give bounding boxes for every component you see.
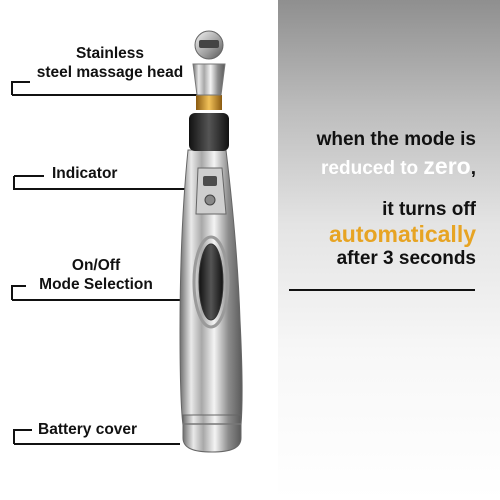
callout-onoff-line2: Mode Selection: [39, 276, 153, 293]
message-reduced-to: reduced to: [321, 158, 424, 179]
leader-line-head: [11, 81, 197, 96]
message-line-5: after 3 seconds: [336, 248, 476, 269]
callout-head: Stainless steel massage head: [30, 44, 190, 82]
message-automatically: automatically: [329, 221, 476, 247]
callout-head-line2: steel massage head: [36, 64, 184, 81]
callout-onoff-line1: On/Off: [71, 257, 121, 274]
divider-line: [289, 289, 475, 291]
message-line-4: automatically: [329, 222, 476, 249]
leader-line-battery: [13, 429, 180, 445]
message-line-2: reduced to zero,: [321, 154, 476, 181]
message-comma: ,: [470, 158, 476, 179]
gradient-panel: [278, 0, 500, 500]
callout-indicator: Indicator: [52, 165, 118, 182]
leader-line-indicator: [13, 175, 198, 190]
callout-battery: Battery cover: [38, 421, 138, 438]
message-line-3: it turns off: [382, 199, 476, 220]
message-zero: zero: [423, 153, 471, 179]
callout-onoff: On/Off Mode Selection: [30, 256, 162, 294]
leader-line-onoff: [11, 285, 194, 301]
callout-head-line1: Stainless: [75, 45, 145, 62]
message-line-1: when the mode is: [316, 129, 476, 150]
massage-pen: [179, 30, 243, 453]
